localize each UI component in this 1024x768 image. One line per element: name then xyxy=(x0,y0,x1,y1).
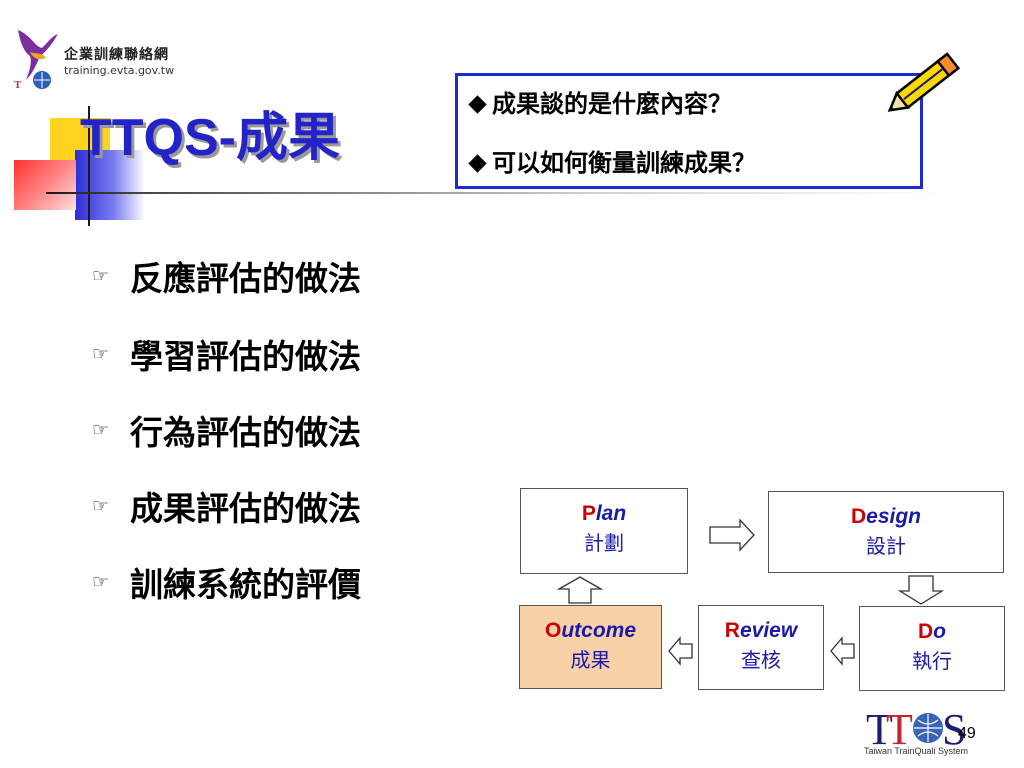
question-item: 成果談的是什麼內容？ xyxy=(468,84,732,119)
review-initial: R xyxy=(724,619,740,642)
do-chinese-label: 執行 xyxy=(912,651,952,673)
design-initial: D xyxy=(850,505,867,528)
design-label: esign xyxy=(866,505,922,528)
design-box: Design 設計 xyxy=(768,491,1004,573)
pointing-hand-icon: ☞ xyxy=(92,419,110,441)
arrow-up-icon xyxy=(556,576,604,604)
question-box xyxy=(455,73,923,189)
ttqs-logo-icon: T T S xyxy=(866,705,966,754)
pointing-hand-icon: ☞ xyxy=(92,265,110,287)
plan-initial: P xyxy=(581,502,596,525)
bullet-text: 成果評估的做法 xyxy=(130,489,361,528)
outcome-initial: O xyxy=(544,619,562,642)
question-text: 可以如何衡量訓練成果？ xyxy=(492,148,756,177)
bullet-item: ☞ 行為評估的做法 xyxy=(92,406,361,454)
outcome-chinese-label: 成果 xyxy=(570,650,611,672)
bullet-item: ☞ 反應評估的做法 xyxy=(92,252,361,300)
do-initial: D xyxy=(918,620,934,643)
diamond-bullet-icon xyxy=(468,153,487,173)
svg-text:T: T xyxy=(866,705,893,754)
arrow-down-icon xyxy=(898,575,944,605)
arrow-left-icon xyxy=(668,636,693,666)
svg-text:T: T xyxy=(14,79,22,91)
bullet-item: ☞ 學習評估的做法 xyxy=(92,330,361,378)
outcome-box: Outcome 成果 xyxy=(519,605,662,689)
page-number: 49 xyxy=(958,725,976,742)
plan-chinese-label: 計劃 xyxy=(584,533,624,555)
outcome-label: utcome xyxy=(561,619,637,642)
question-text: 成果談的是什麼內容？ xyxy=(492,89,732,118)
plan-box: Plan 計劃 xyxy=(520,488,688,574)
question-item: 可以如何衡量訓練成果？ xyxy=(468,143,756,178)
pointing-hand-icon: ☞ xyxy=(92,343,110,365)
pencil-icon xyxy=(887,52,961,112)
bullet-text: 學習評估的做法 xyxy=(130,337,361,376)
title-deco-blue-square xyxy=(75,150,145,220)
svg-text:T: T xyxy=(886,705,913,754)
svg-text:S: S xyxy=(942,705,966,754)
arrow-left-icon xyxy=(830,636,855,666)
diamond-bullet-icon xyxy=(468,94,487,114)
bullet-text: 反應評估的做法 xyxy=(130,259,361,298)
do-box: Do 執行 xyxy=(859,606,1005,691)
org-url: training.evta.gov.tw xyxy=(64,64,175,77)
org-name: 企業訓練聯絡網 xyxy=(64,47,169,63)
title-deco-vertical-line xyxy=(88,106,90,226)
slide-title: TTQS-成果 xyxy=(80,109,340,167)
review-chinese-label: 查核 xyxy=(741,650,781,672)
design-chinese-label: 設計 xyxy=(866,536,906,558)
pointing-hand-icon: ☞ xyxy=(92,571,110,593)
pointing-hand-icon: ☞ xyxy=(92,495,110,517)
bullet-item: ☞ 訓練系統的評價 xyxy=(92,558,361,606)
plan-label: lan xyxy=(595,502,627,525)
bullet-text: 行為評估的做法 xyxy=(130,413,361,452)
arrow-right-icon xyxy=(709,518,755,552)
title-deco-red-square xyxy=(14,160,76,210)
review-box: Review 查核 xyxy=(698,605,824,690)
title-underline xyxy=(46,192,946,194)
evta-logo-icon: T xyxy=(14,30,58,91)
bullet-text: 訓練系統的評價 xyxy=(130,565,361,604)
review-label: eview xyxy=(739,619,798,642)
do-label: o xyxy=(933,620,946,643)
ttqs-subtitle: Taiwan TrainQuali System xyxy=(864,746,969,756)
bullet-item: ☞ 成果評估的做法 xyxy=(92,482,361,530)
